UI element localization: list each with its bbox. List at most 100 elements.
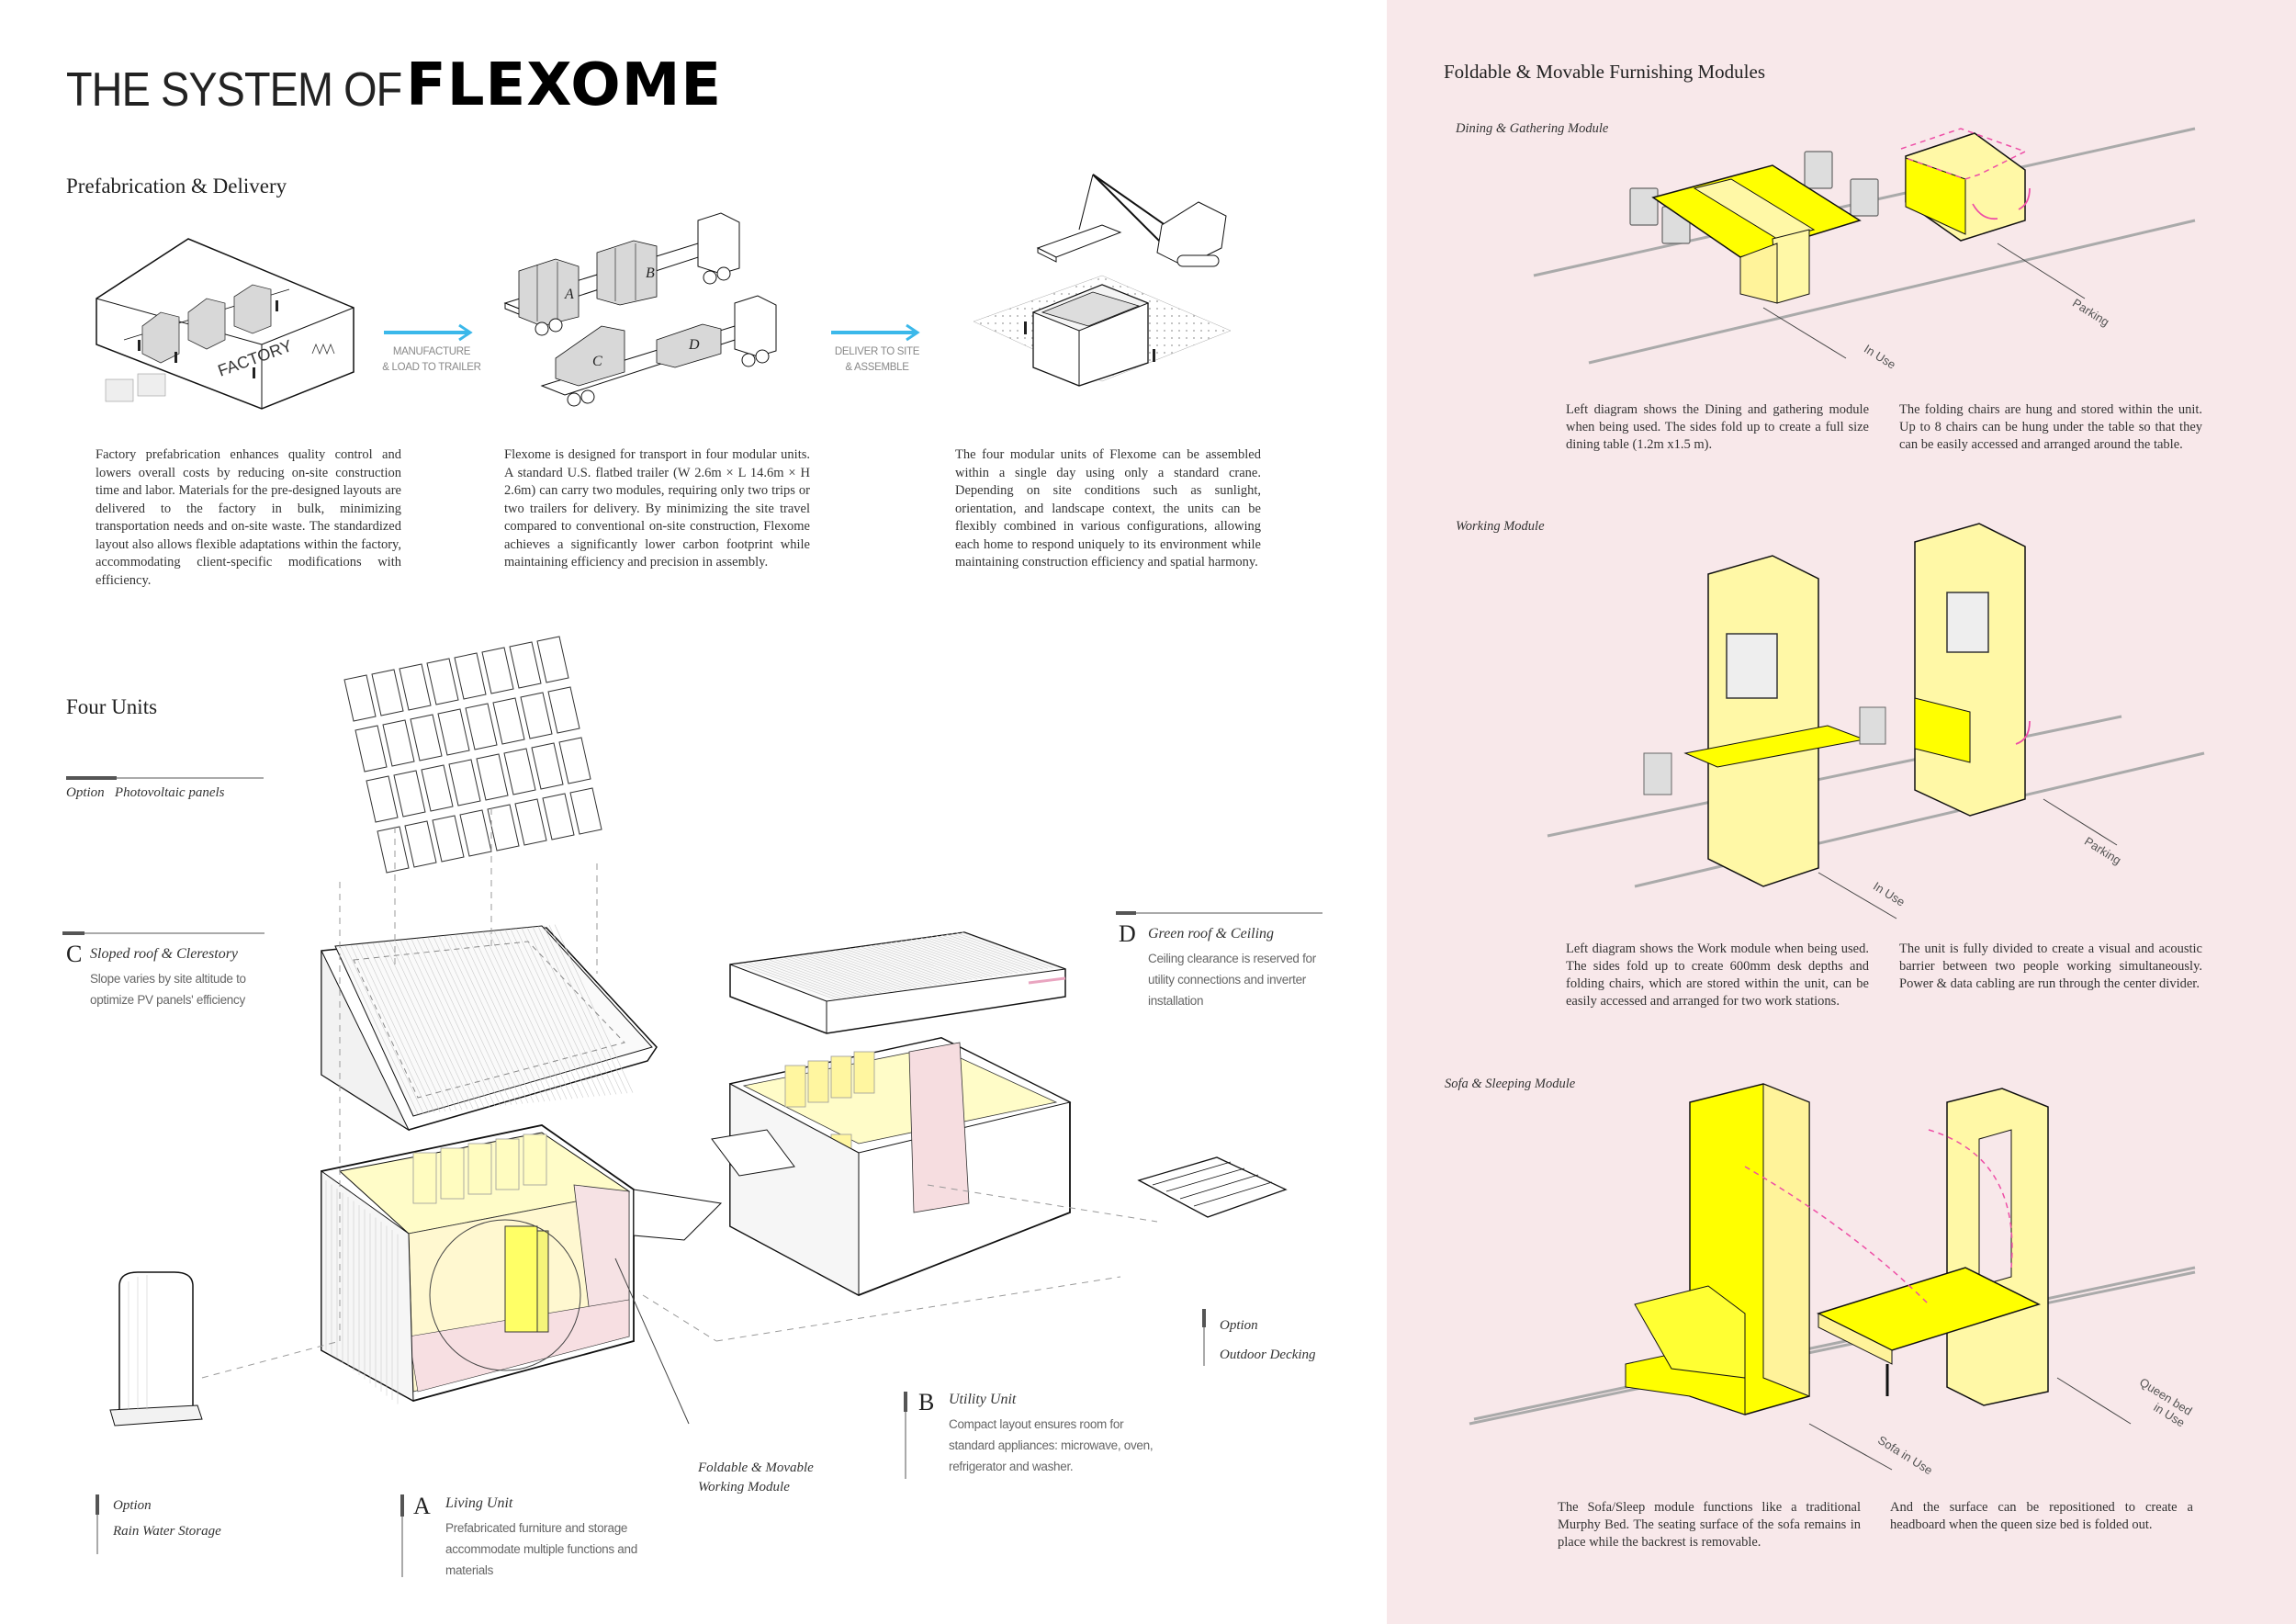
unit-b-desc-line2: standard appliances: microwave, oven, xyxy=(949,1438,1154,1452)
unit-a-divider xyxy=(400,1494,404,1577)
unit-b-desc-line1: Compact layout ensures room for xyxy=(949,1417,1124,1431)
stripe-line xyxy=(815,953,912,989)
pv-panel xyxy=(542,793,575,840)
step2-line1: DELIVER TO SITE xyxy=(834,346,920,357)
stripe-line xyxy=(339,945,419,1115)
dining-text-left: Left diagram shows the Dining and gather… xyxy=(1566,402,1869,452)
site-crane-illustration xyxy=(973,174,1232,387)
pv-panel xyxy=(531,742,564,790)
rain-option-text: Option xyxy=(113,1498,152,1513)
stripe-line xyxy=(920,937,1019,974)
step1-line2: & LOAD TO TRAILER xyxy=(382,362,481,373)
sofa-module-illustration xyxy=(1469,1083,2196,1471)
stripe-line xyxy=(890,942,988,978)
stripe-line xyxy=(422,937,501,1107)
pv-panel xyxy=(382,719,415,767)
unit-b-utility-illustration xyxy=(711,1037,1072,1296)
pv-panel xyxy=(492,697,525,745)
pv-panel xyxy=(536,636,569,683)
stripe-line xyxy=(482,931,562,1100)
unit-d-divider xyxy=(1116,911,1322,915)
deliver-step-label: DELIVER TO SITE & ASSEMBLE xyxy=(827,344,928,376)
stripe-line xyxy=(910,939,1008,976)
stripe-line xyxy=(880,943,978,979)
stripe-line xyxy=(839,949,938,986)
stripe-line xyxy=(946,933,1043,970)
unit-b-tag: B xyxy=(646,265,655,281)
pv-panel xyxy=(465,703,498,750)
stripe-line xyxy=(748,963,847,998)
pv-panel xyxy=(509,641,542,689)
stripe-line xyxy=(845,948,942,985)
pv-panel xyxy=(432,815,465,863)
stripe-line xyxy=(900,941,998,976)
pv-panel xyxy=(514,798,547,846)
working-module-title: Working Module xyxy=(1456,519,1545,534)
manufacture-arrow-icon xyxy=(384,323,473,342)
stripe-line xyxy=(477,931,557,1101)
wall-stripes xyxy=(325,1180,399,1404)
pv-panel xyxy=(410,714,443,761)
stripe-line xyxy=(438,936,518,1105)
page-title-brand: FLEXOME xyxy=(406,51,723,119)
stripe-line xyxy=(444,935,523,1104)
pv-panel xyxy=(393,770,426,818)
unit-d-roof-illustration xyxy=(729,931,1066,1034)
stripe-line xyxy=(819,952,917,988)
stripe-line xyxy=(504,929,584,1099)
outdoor-decking-illustration xyxy=(1137,1156,1288,1218)
working-callout-line1: Foldable & Movable xyxy=(698,1460,814,1475)
stripe-line xyxy=(825,952,922,987)
unit-a-letter: A xyxy=(413,1493,431,1519)
unit-a-title: Living Unit xyxy=(445,1495,513,1511)
stripe-line xyxy=(355,944,435,1113)
stripe-line xyxy=(405,939,485,1108)
stripe-line xyxy=(455,934,535,1103)
stripe-line xyxy=(366,942,446,1112)
pv-title: Photovoltaic panels xyxy=(114,785,225,800)
pv-panel xyxy=(421,764,454,812)
pv-panel xyxy=(355,725,388,773)
stripe-line xyxy=(956,932,1053,968)
pv-label: Option Photovoltaic panels xyxy=(66,785,224,801)
unit-b-desc: Compact layout ensures room for standard… xyxy=(949,1414,1154,1477)
stripe-line xyxy=(394,940,474,1110)
stripe-line xyxy=(769,959,867,996)
unit-d-desc-line3: installation xyxy=(1148,994,1204,1008)
stripe-line xyxy=(951,933,1049,969)
unit-a-living-illustration xyxy=(321,1124,723,1404)
pv-panel xyxy=(343,674,377,722)
pv-panel xyxy=(459,809,492,857)
pv-panels-illustration xyxy=(343,636,602,874)
decking-title: Outdoor Decking xyxy=(1220,1348,1316,1362)
stripe-line xyxy=(759,961,857,998)
stripe-line xyxy=(537,926,617,1095)
rain-water-tank-illustration xyxy=(109,1271,203,1427)
stripe-line xyxy=(764,960,861,997)
stripe-line xyxy=(895,941,993,977)
pv-panel xyxy=(481,647,514,694)
unit-c-desc-line1: Slope varies by site altitude to xyxy=(90,972,246,986)
pv-panel xyxy=(437,708,470,756)
green-roof-stripes xyxy=(738,931,1059,1000)
unit-a-desc-line2: accommodate multiple functions and xyxy=(445,1542,637,1556)
stripe-line xyxy=(916,938,1013,975)
stripe-line xyxy=(493,930,573,1100)
rain-label: Option Rain Water Storage xyxy=(113,1493,221,1544)
stripe-line xyxy=(738,964,837,1000)
stripe-line xyxy=(940,934,1039,971)
pv-panel xyxy=(377,826,410,874)
stripe-line xyxy=(515,928,595,1097)
stripe-line xyxy=(510,929,590,1098)
assembly-dashed-guides xyxy=(201,808,1158,1425)
working-text-right: The unit is fully divided to create a vi… xyxy=(1899,942,2202,991)
stripe-line xyxy=(488,930,568,1100)
modules-heading: Foldable & Movable Furnishing Modules xyxy=(1444,61,1765,83)
trailer-bottom: C D xyxy=(540,295,777,407)
stripe-line xyxy=(471,932,551,1101)
stripe-line xyxy=(372,942,452,1111)
pv-panel xyxy=(487,804,520,851)
trailers-illustration: A B C D xyxy=(503,212,777,407)
unit-b-letter: B xyxy=(918,1389,935,1415)
stripe-line xyxy=(829,951,928,987)
